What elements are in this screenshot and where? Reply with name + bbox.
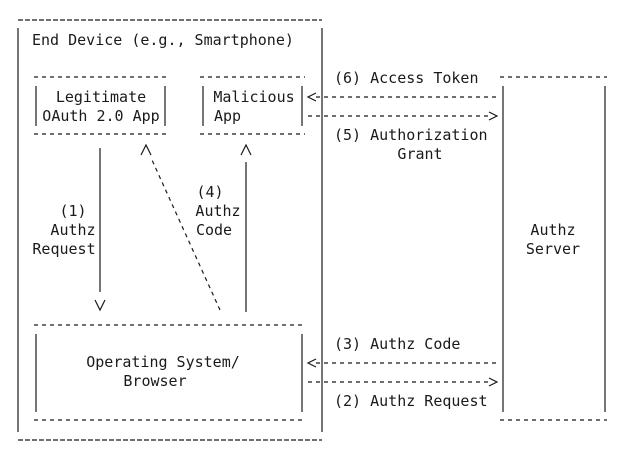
authz-server-box: Authz Server: [500, 76, 607, 421]
os-browser-line2: Browser: [123, 372, 186, 390]
step1-line2: Request: [32, 240, 95, 258]
legit-app-box: Legitimate OAuth 2.0 App: [34, 76, 167, 135]
os-browser-line1: Operating System/: [86, 353, 240, 371]
step1-line1: Authz: [50, 221, 95, 239]
step4-line2: Code: [196, 221, 232, 239]
step3-label: (3) Authz Code: [334, 335, 460, 353]
step3-arrow: (3) Authz Code: [306, 335, 497, 368]
authz-server-line1: Authz: [530, 221, 575, 239]
end-device-box: End Device (e.g., Smartphone): [17, 19, 323, 441]
os-browser-box: Operating System/ Browser: [34, 324, 305, 421]
end-device-title: End Device (e.g., Smartphone): [32, 31, 294, 49]
legit-app-line1: Legitimate: [56, 88, 146, 106]
step4-num: (4): [196, 183, 223, 201]
step2-arrow: (2) Authz Request: [308, 377, 499, 410]
step6-label: (6) Access Token: [334, 69, 479, 87]
step5-line2: Grant: [397, 145, 442, 163]
malicious-app-line1: Malicious: [213, 88, 294, 106]
legit-app-line2: OAuth 2.0 App: [42, 107, 159, 125]
malicious-app-box: Malicious App: [200, 76, 305, 135]
step1-arrow: (1) Authz Request: [32, 148, 106, 312]
step5-line1: (5) Authorization: [334, 126, 488, 144]
step4-line1: Authz: [195, 202, 240, 220]
step2-label: (2) Authz Request: [334, 392, 488, 410]
step1-num: (1): [59, 202, 86, 220]
step5-arrow: (5) Authorization Grant: [308, 111, 499, 163]
step4-arrow: (4) Authz Code: [195, 143, 252, 312]
diagonal-arrow: [140, 143, 221, 311]
authz-server-line2: Server: [526, 240, 580, 258]
malicious-app-line2: App: [214, 107, 241, 125]
step6-arrow: (6) Access Token: [306, 69, 497, 102]
